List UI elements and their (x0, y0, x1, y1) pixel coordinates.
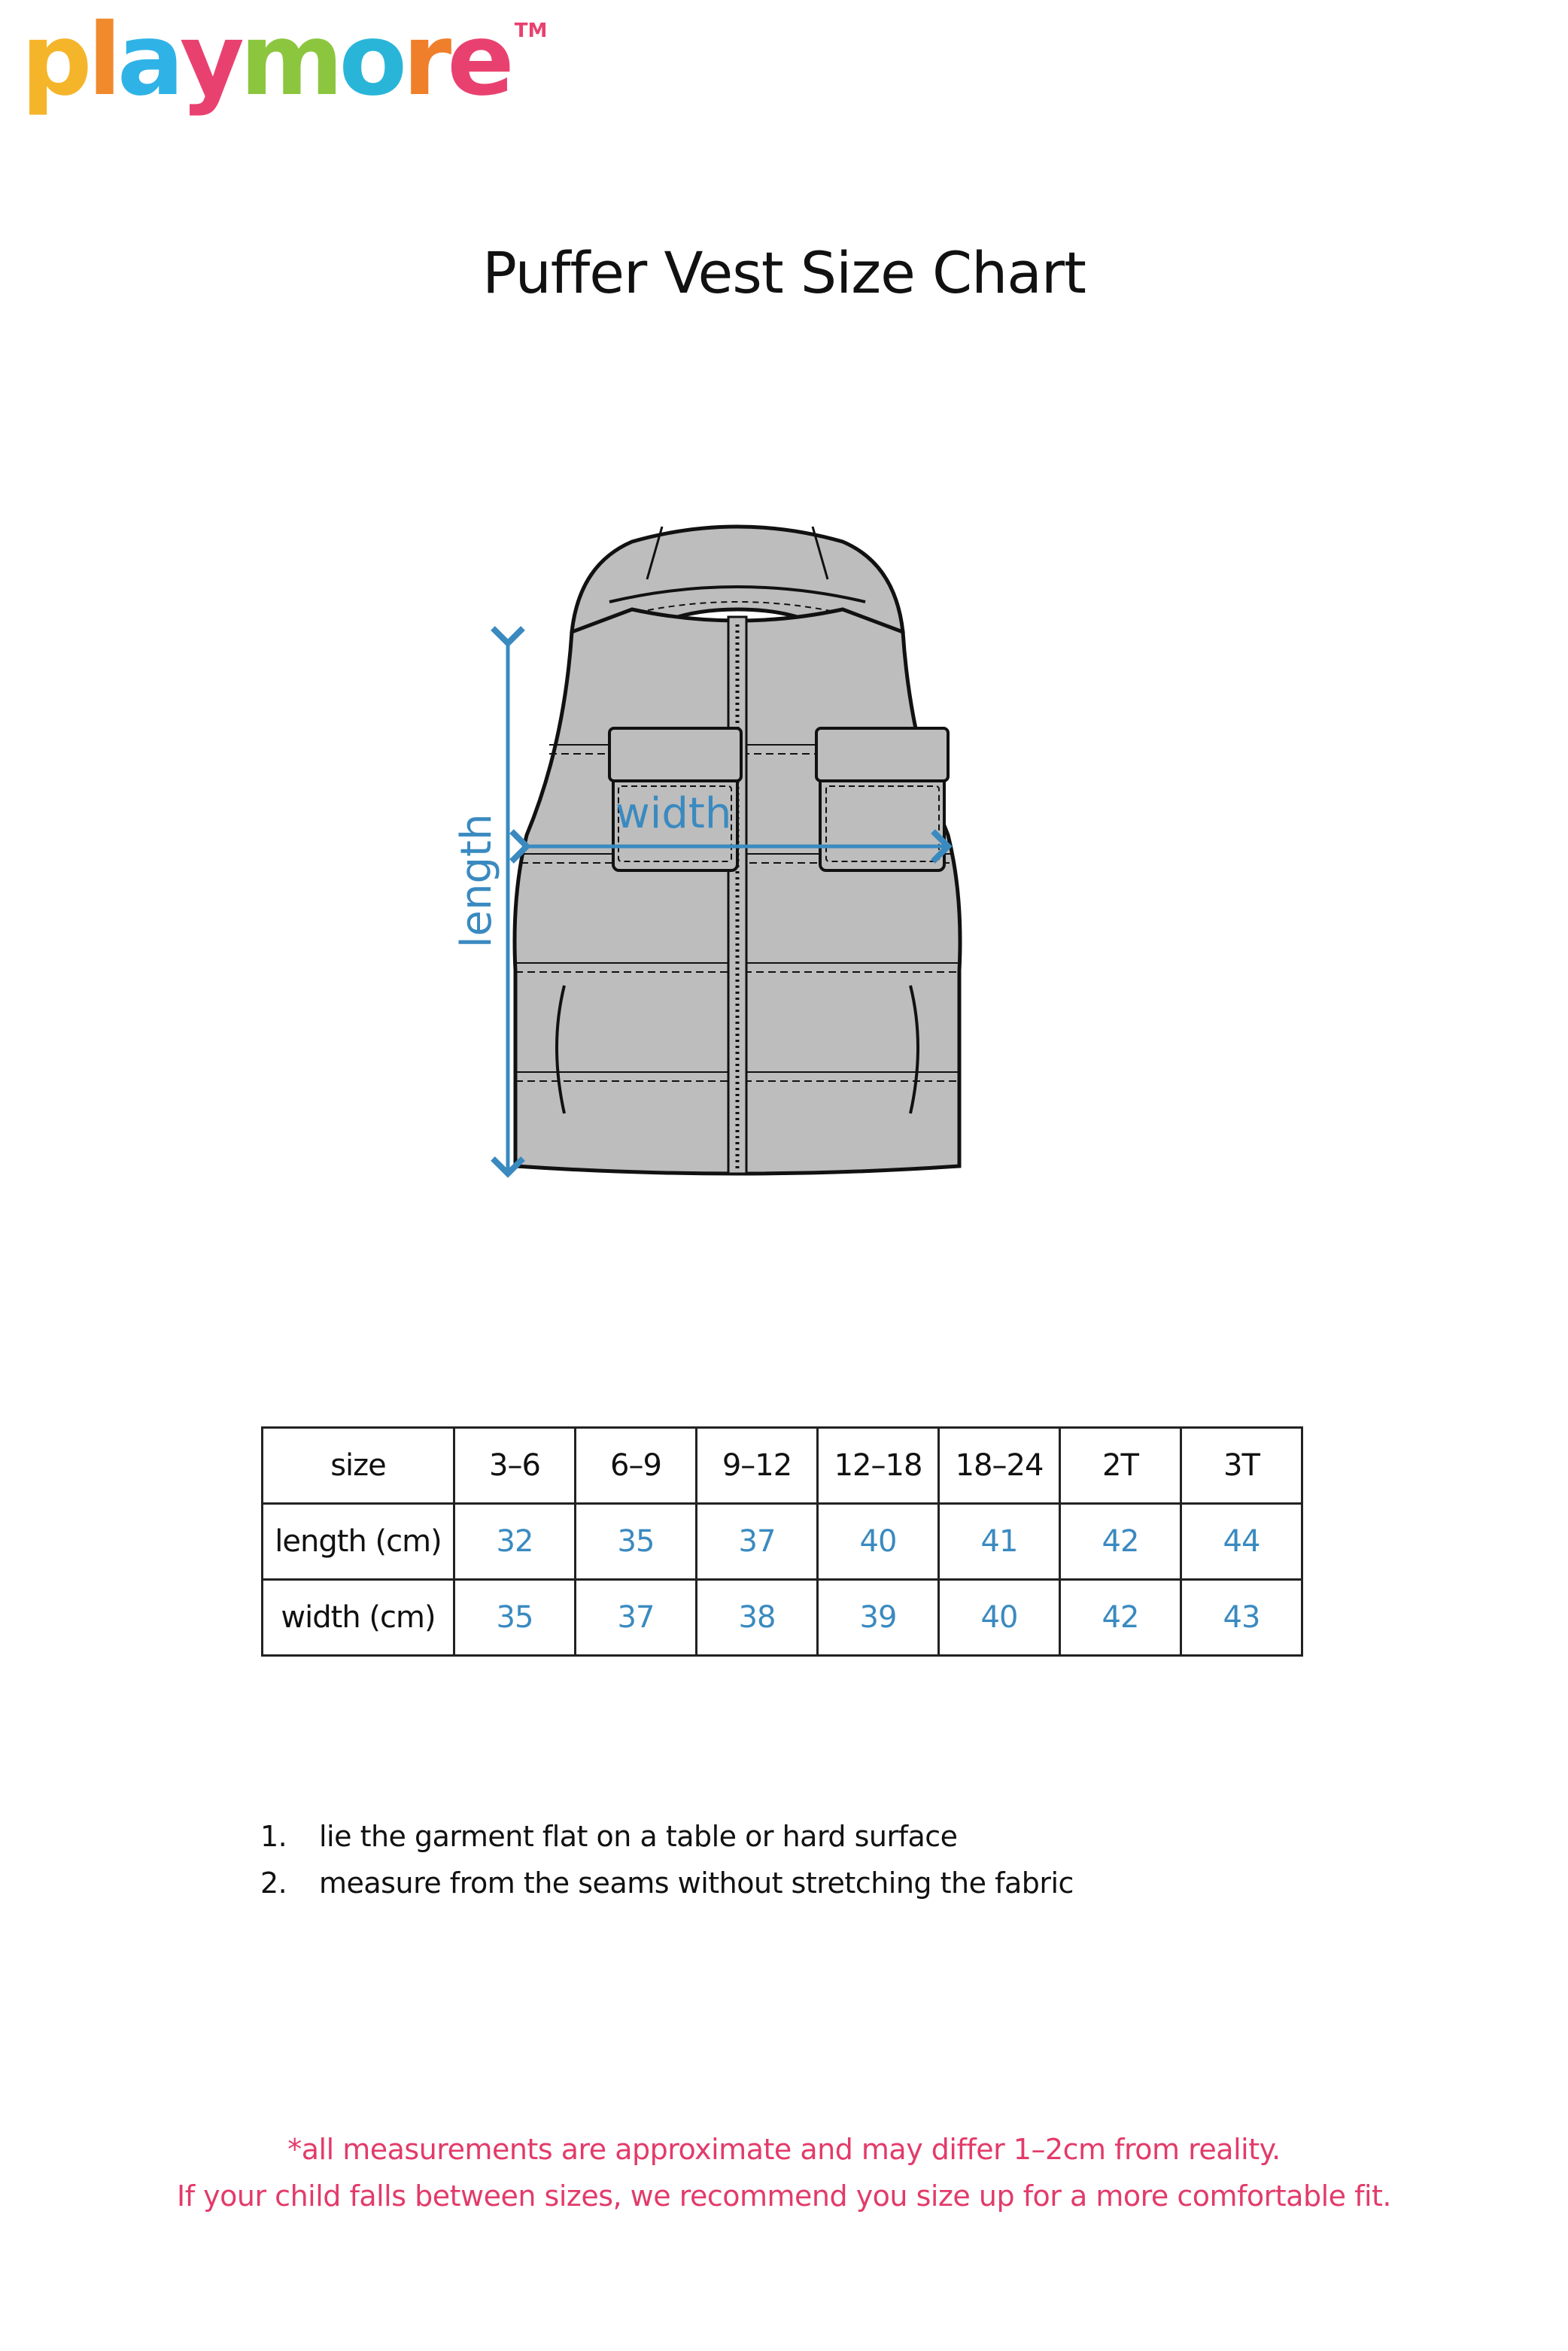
size-column-header: 12–18 (816, 1426, 940, 1505)
size-header-label: size (261, 1426, 455, 1505)
length-value: 42 (1059, 1502, 1182, 1581)
logo-letter: r (403, 2, 451, 118)
logo-letter: a (117, 2, 184, 118)
vest-chest-pocket-right (815, 727, 950, 872)
list-item: 2. measure from the seams without stretc… (260, 1860, 1074, 1906)
table-row: width (cm) 35 37 38 39 40 42 43 (261, 1578, 1303, 1657)
list-number: 1. (260, 1820, 287, 1853)
row-label-width: width (cm) (261, 1578, 455, 1657)
disclaimer: *all measurements are approximate and ma… (0, 2126, 1568, 2219)
size-table: size 3–6 6–9 9–12 12–18 18–24 2T 3T leng… (261, 1426, 1303, 1657)
size-column-header: 9–12 (695, 1426, 819, 1505)
length-value: 35 (574, 1502, 697, 1581)
logo-letter: o (339, 2, 407, 118)
size-table-header-row: size 3–6 6–9 9–12 12–18 18–24 2T 3T (261, 1426, 1303, 1505)
width-value: 39 (816, 1578, 940, 1657)
width-value: 40 (937, 1578, 1061, 1657)
width-value: 35 (453, 1578, 576, 1657)
page-title: Puffer Vest Size Chart (482, 239, 1086, 306)
brand-logo: p l a y m o r e TM (21, 11, 547, 110)
logo-letter: e (447, 2, 514, 118)
puffer-vest-illustration: length width (452, 524, 962, 1178)
length-value: 37 (695, 1502, 819, 1581)
size-column-header: 3T (1180, 1426, 1303, 1505)
width-label: width (615, 789, 731, 838)
size-column-header: 3–6 (453, 1426, 576, 1505)
disclaimer-line: If your child falls between sizes, we re… (176, 2179, 1392, 2213)
logo-letter: m (239, 2, 344, 118)
width-value: 37 (574, 1578, 697, 1657)
logo-letter: y (179, 2, 245, 118)
length-value: 41 (937, 1502, 1061, 1581)
list-item: 1. lie the garment flat on a table or ha… (260, 1813, 1074, 1860)
logo-letter: l (87, 2, 122, 118)
row-label-length: length (cm) (261, 1502, 455, 1581)
width-value: 38 (695, 1578, 819, 1657)
list-number: 2. (260, 1867, 287, 1900)
length-value: 44 (1180, 1502, 1303, 1581)
length-value: 32 (453, 1502, 576, 1581)
size-column-header: 6–9 (574, 1426, 697, 1505)
disclaimer-line: *all measurements are approximate and ma… (287, 2133, 1281, 2166)
width-value: 42 (1059, 1578, 1182, 1657)
length-label: length (452, 814, 501, 949)
trademark-symbol: TM (514, 20, 548, 42)
size-column-header: 2T (1059, 1426, 1182, 1505)
width-value: 43 (1180, 1578, 1303, 1657)
measuring-instructions: 1. lie the garment flat on a table or ha… (260, 1813, 1074, 1906)
logo-letter: p (21, 2, 92, 118)
list-text: measure from the seams without stretchin… (319, 1867, 1074, 1900)
size-column-header: 18–24 (937, 1426, 1061, 1505)
length-value: 40 (816, 1502, 940, 1581)
list-text: lie the garment flat on a table or hard … (319, 1820, 958, 1853)
table-row: length (cm) 32 35 37 40 41 42 44 (261, 1502, 1303, 1581)
